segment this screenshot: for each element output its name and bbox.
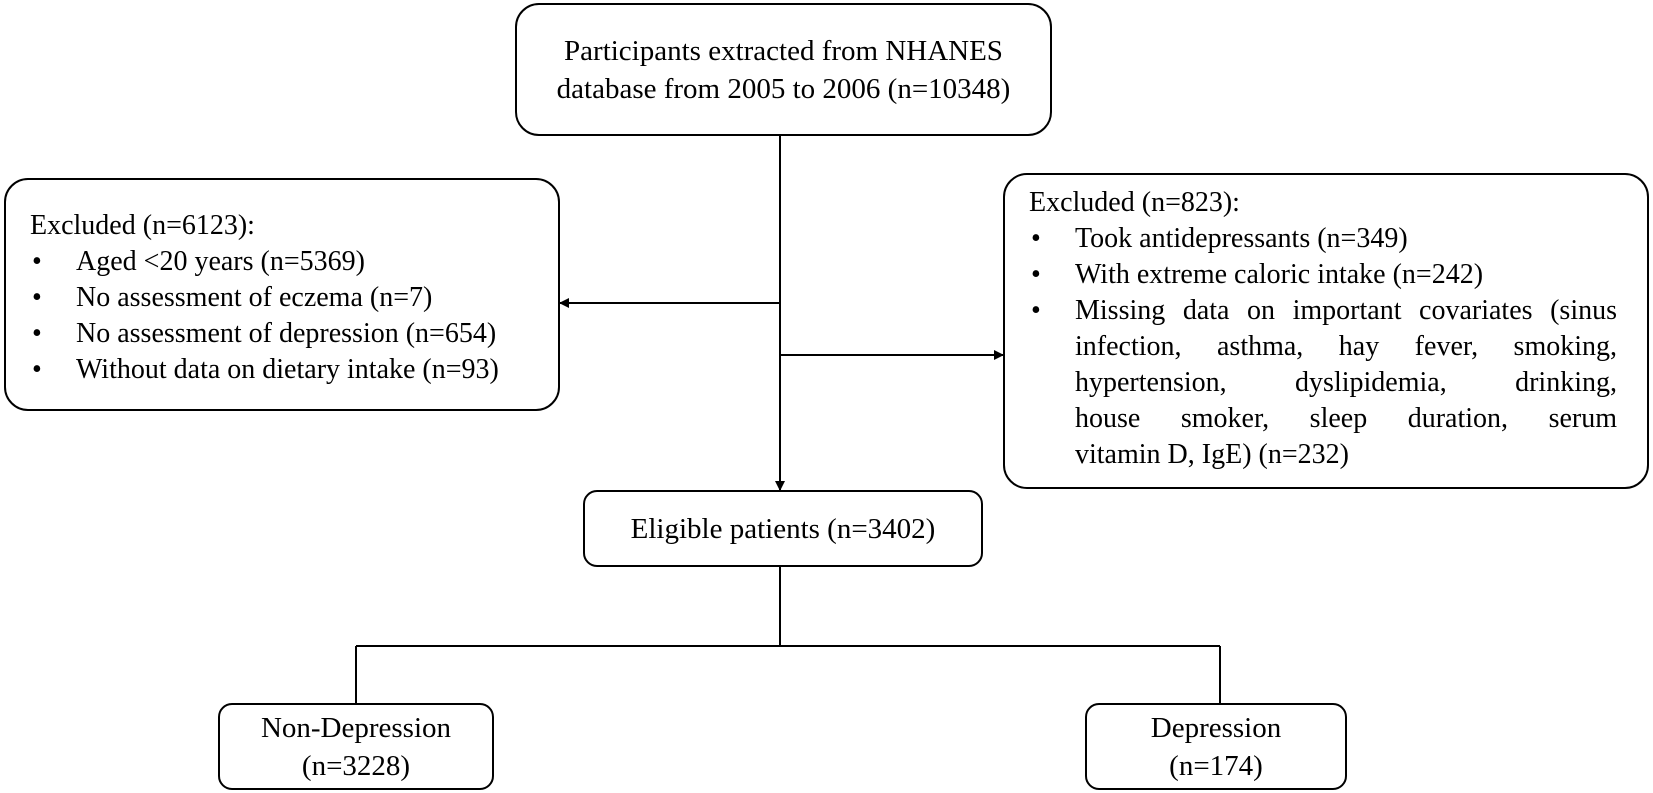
left-exclusion-item: No assessment of eczema (n=7)	[30, 280, 534, 316]
right-exclusion-title: Excluded (n=823):	[1029, 187, 1240, 218]
left-exclusion-item: Without data on dietary intake (n=93)	[30, 352, 534, 388]
eligible-patients-box: Eligible patients (n=3402)	[583, 490, 983, 567]
right-exclusion-item-covariates: Missing data on important covariates (si…	[1029, 293, 1617, 473]
depression-box: Depression (n=174)	[1085, 703, 1347, 790]
participants-line-2: database from 2005 to 2006 (n=10348)	[556, 72, 1011, 105]
non-depression-box: Non-Depression (n=3228)	[218, 703, 494, 790]
left-exclusion-title: Excluded (n=6123):	[30, 210, 255, 241]
covariates-line-3: hypertension, dyslipidemia, drinking,	[1075, 367, 1617, 398]
covariates-line-2: infection, asthma, hay fever, smoking,	[1075, 331, 1617, 362]
left-exclusion-list: Aged <20 years (n=5369) No assessment of…	[30, 244, 534, 388]
participants-line-1: Participants extracted from NHANES	[564, 34, 1003, 67]
right-exclusion-box: Excluded (n=823): Took antidepressants (…	[1003, 173, 1649, 489]
depression-count: (n=174)	[1169, 749, 1263, 782]
right-exclusion-item: With extreme caloric intake (n=242)	[1029, 257, 1617, 293]
left-exclusion-item: No assessment of depression (n=654)	[30, 316, 534, 352]
covariates-line-4: house smoker, sleep duration, serum	[1075, 403, 1617, 434]
right-exclusion-list: Took antidepressants (n=349) With extrem…	[1029, 221, 1617, 473]
non-depression-count: (n=3228)	[301, 749, 411, 782]
non-depression-label: Non-Depression	[260, 711, 452, 744]
left-exclusion-box: Excluded (n=6123): Aged <20 years (n=536…	[4, 178, 560, 411]
left-exclusion-item: Aged <20 years (n=5369)	[30, 244, 534, 280]
participants-box: Participants extracted from NHANES datab…	[515, 3, 1052, 136]
depression-label: Depression	[1150, 711, 1282, 744]
covariates-line-5: vitamin D, IgE) (n=232)	[1075, 439, 1349, 470]
covariates-line-1: Missing data on important covariates (si…	[1075, 295, 1617, 326]
eligible-patients-label: Eligible patients (n=3402)	[630, 512, 936, 545]
right-exclusion-item: Took antidepressants (n=349)	[1029, 221, 1617, 257]
